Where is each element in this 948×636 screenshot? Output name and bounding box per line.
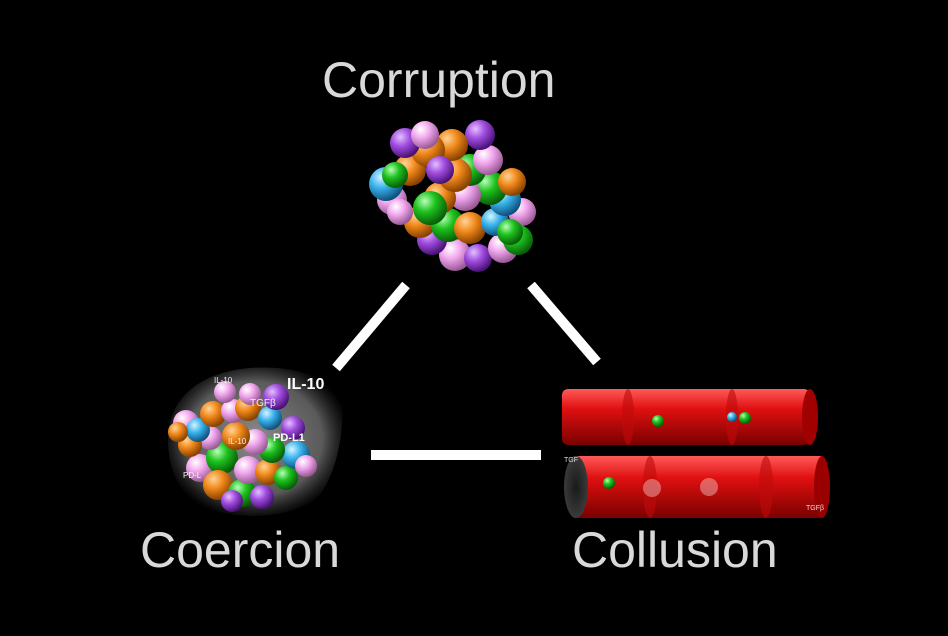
label-il10-small-b: IL-10 <box>228 437 247 446</box>
corruption-cell-cluster-image <box>369 120 536 272</box>
vessel-glow <box>643 479 661 497</box>
vessel-bottom-segment-a <box>643 456 657 518</box>
cell-sphere <box>295 455 317 477</box>
vessel-bottom-segment-b <box>759 456 773 518</box>
cell-sphere <box>439 239 471 271</box>
vessel-top-segment-a <box>622 389 634 445</box>
label-coercion: Coercion <box>140 522 341 578</box>
cell-sphere <box>239 383 261 405</box>
label-il10-small-a: IL-10 <box>214 376 233 385</box>
cell-sphere <box>281 416 305 440</box>
cell-sphere <box>387 199 413 225</box>
cell-sphere <box>234 456 262 484</box>
label-pdl1: PD-L1 <box>273 432 305 444</box>
cell-sphere <box>497 219 523 245</box>
vessel-bottom-opening <box>564 456 588 518</box>
cell-sphere <box>411 121 439 149</box>
cell-sphere <box>382 162 408 188</box>
cell-sphere <box>221 490 243 512</box>
cell-sphere <box>258 406 282 430</box>
label-tgf-right: TGFβ <box>806 505 824 512</box>
cell-sphere <box>250 485 274 509</box>
label-corruption: Corruption <box>322 52 556 108</box>
cell-sphere <box>274 466 298 490</box>
cell-sphere <box>186 418 210 442</box>
collusion-vessels-image: TGF TGFβ <box>562 389 830 518</box>
cell-sphere <box>263 384 289 410</box>
vessel-glow <box>700 478 718 496</box>
cell-sphere <box>206 442 238 474</box>
cell-sphere <box>200 401 226 427</box>
triangle-connectors <box>332 281 601 460</box>
cell-sphere <box>473 145 503 175</box>
cell-sphere <box>426 156 454 184</box>
cell-sphere <box>464 244 492 272</box>
coercion-cell-cluster-image: IL-10 TGFβ PD-L1 IL-10 IL-10 PD-L <box>168 367 343 516</box>
connector-right <box>527 281 601 366</box>
vessel-top-end <box>802 389 818 445</box>
vessel-cell-green <box>739 412 751 424</box>
label-collusion: Collusion <box>572 522 778 578</box>
label-il10-main: IL-10 <box>287 376 324 393</box>
connector-left <box>332 281 410 372</box>
vessel-cell-green <box>603 477 615 489</box>
cell-sphere <box>214 381 236 403</box>
cell-sphere <box>413 191 447 225</box>
vessel-cell-green <box>652 415 664 427</box>
cell-sphere <box>465 120 495 150</box>
cell-sphere <box>454 212 486 244</box>
label-tgfb: TGFβ <box>250 398 276 409</box>
vessel-top <box>562 389 810 445</box>
vessel-cell-blue <box>727 412 737 422</box>
cell-sphere <box>222 422 250 450</box>
cell-sphere <box>498 168 526 196</box>
label-tgf-left: TGF <box>564 457 578 464</box>
vessel-bottom-end <box>814 456 830 518</box>
cell-sphere <box>168 422 188 442</box>
label-pd-small: PD-L <box>183 471 202 480</box>
